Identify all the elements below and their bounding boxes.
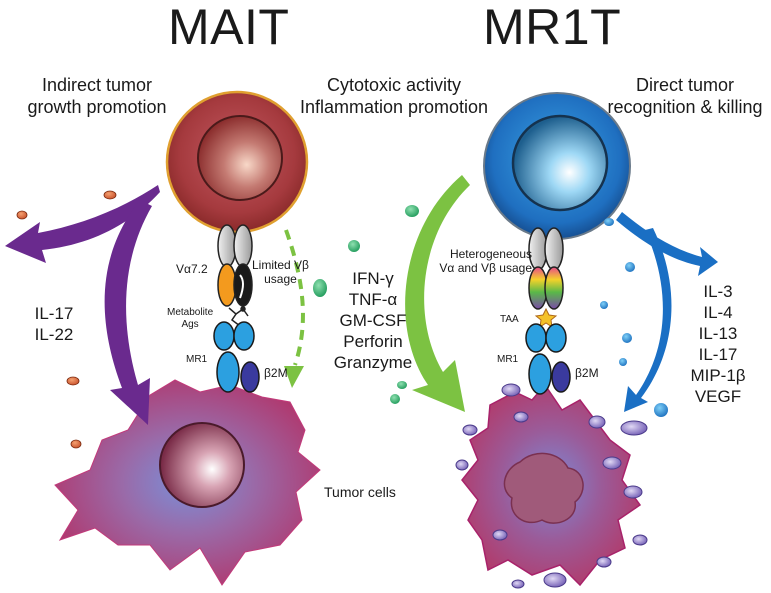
mait-cytokine-0: IL-17 (34, 304, 74, 323)
mait-vbeta-label: Limited Vβ usage (252, 258, 309, 286)
center-heading: Cytotoxic activity Inflammation promotio… (280, 74, 508, 118)
mait-tcr (217, 224, 253, 307)
mait-heading-line1: Indirect tumor (41, 75, 153, 95)
effector-2: GM-CSF (339, 311, 407, 330)
mr1t-cytokine-4: MIP-1β (690, 366, 746, 385)
effector-particles (313, 205, 419, 404)
mr1t-cytokine-3: IL-17 (698, 345, 738, 364)
mait-b2m-label: β2M (264, 366, 288, 380)
mait-mr1 (213, 321, 260, 393)
mr1t-cytokine-1: IL-4 (703, 303, 733, 322)
mr1t-secretion-arrow (616, 212, 718, 276)
mr1t-cytotoxic-arrow (405, 175, 470, 412)
mr1t-tcr (528, 227, 564, 310)
mr1t-heading-line2: recognition & killing (607, 97, 763, 117)
apoptotic-bodies (455, 383, 648, 589)
mait-cytokine-particles (16, 190, 117, 449)
mr1t-b2m-label: β2M (575, 366, 599, 380)
mait-heading-line2: growth promotion (27, 97, 167, 117)
mait-secretion-arrow (5, 185, 160, 263)
mait-tumor-cell (54, 379, 321, 586)
mr1t-cell (483, 92, 631, 240)
mr1t-cytokine-particles (600, 218, 668, 417)
mait-vbeta-line1: Limited Vβ (252, 258, 309, 272)
mr1t-tumor-cell (461, 383, 642, 587)
effector-1: TNF-α (348, 290, 398, 309)
effector-4: Granzyme (333, 353, 413, 372)
mait-mr1-label: MR1 (186, 354, 208, 365)
center-heading-line1: Cytotoxic activity (326, 75, 462, 95)
mait-tumor-arrow (104, 200, 152, 425)
mait-ligand-line2: Ags (181, 319, 199, 330)
mait-cytokine-list: IL-17 IL-22 (24, 303, 84, 345)
metabolite-antigen (228, 306, 249, 327)
mr1t-tcr-line1: Heterogeneous (449, 247, 532, 261)
mr1t-cytokine-0: IL-3 (703, 282, 733, 301)
mr1t-tumor-arrow (624, 228, 672, 412)
tumor-associated-antigen (534, 307, 558, 329)
center-heading-line2: Inflammation promotion (299, 97, 489, 117)
mr1t-tcr-label: Heterogeneous Vα and Vβ usage (432, 247, 532, 275)
mait-tcr-alpha-label: Vα7.2 (176, 262, 208, 276)
mr1t-mr1 (525, 323, 571, 395)
mr1t-title: MR1T (483, 0, 622, 55)
mait-cell (165, 90, 309, 234)
mait-cytotoxic-arrow (284, 229, 305, 366)
mr1t-cytokine-list: IL-3 IL-4 IL-13 IL-17 MIP-1β VEGF (678, 281, 758, 407)
mr1t-heading: Direct tumor recognition & killing (602, 74, 768, 118)
mr1t-cytokine-5: VEGF (694, 387, 742, 406)
mr1t-cytokine-2: IL-13 (698, 324, 738, 343)
mait-vbeta-line2: usage (264, 272, 297, 286)
mr1t-antigen-label: TAA (500, 314, 519, 325)
mr1t-mr1-label: MR1 (497, 354, 519, 365)
effector-0: IFN-γ (352, 269, 394, 288)
mr1t-tcr-line2: Vα and Vβ usage (439, 261, 532, 275)
tumor-cells-label: Tumor cells (324, 484, 396, 500)
mr1t-heading-line1: Direct tumor (635, 75, 734, 95)
effector-list: IFN-γ TNF-α GM-CSF Perforin Granzyme (326, 268, 420, 373)
mait-ligand-line1: Metabolite (167, 307, 214, 318)
mait-cytotoxic-arrowhead (284, 366, 304, 388)
mait-title: MAIT (168, 0, 290, 55)
mait-heading: Indirect tumor growth promotion (6, 74, 188, 118)
effector-3: Perforin (343, 332, 403, 351)
mait-ligand-label: Metabolite Ags (167, 307, 213, 331)
mait-cytokine-1: IL-22 (34, 325, 74, 344)
